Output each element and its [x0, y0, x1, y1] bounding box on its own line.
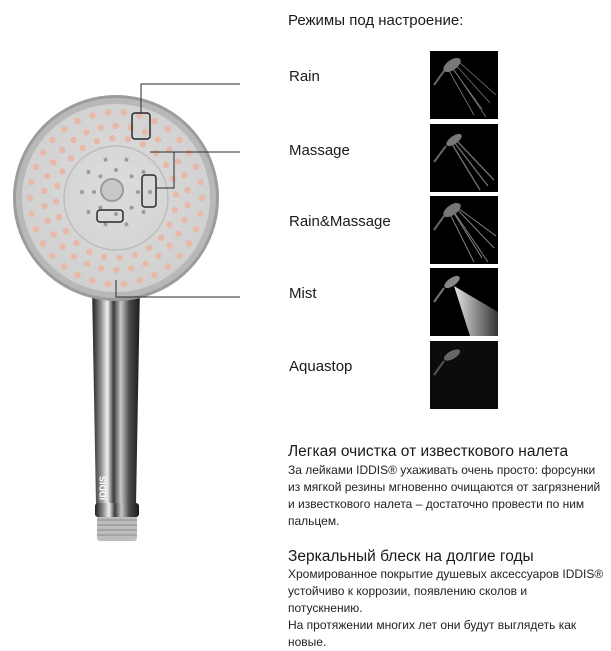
body-line: устойчиво к коррозии, появлению сколов и…: [288, 584, 528, 615]
section-body-shine: Хромированное покрытие душевых аксессуар…: [288, 566, 604, 651]
body-line: пальцем.: [288, 514, 340, 528]
mode-label-aquastop: Aquastop: [289, 358, 353, 375]
aquastop-photo: [430, 341, 498, 409]
mode-label-rain-massage: Rain&Massage: [289, 213, 391, 230]
massage-spray-photo: [430, 124, 498, 192]
body-line: Хромированное покрытие душевых аксессуар…: [288, 567, 604, 581]
shower-head-illustration: IDDIS: [13, 83, 240, 541]
rain-massage-spray-photo: [430, 196, 498, 264]
brand-mark: IDDIS: [98, 476, 108, 500]
rain-spray-photo: [430, 51, 498, 119]
body-line: из мягкой резины мгновенно очищаются от …: [288, 480, 601, 494]
section-title-cleaning: Легкая очистка от известкового налета: [288, 443, 569, 460]
modes-heading: Режимы под настроение:: [288, 12, 464, 29]
mode-label-rain: Rain: [289, 68, 320, 85]
body-line: За лейками IDDIS® ухаживать очень просто…: [288, 463, 596, 477]
mist-spray-photo: [430, 268, 498, 336]
body-line: и известкового налета – достаточно прове…: [288, 497, 585, 511]
body-line: новые.: [288, 635, 327, 649]
nozzle-dots: [26, 109, 206, 287]
mode-label-massage: Massage: [289, 142, 350, 159]
mode-label-mist: Mist: [289, 285, 317, 302]
body-line: На протяжении многих лет они будут выгля…: [288, 618, 577, 632]
section-body-cleaning: За лейками IDDIS® ухаживать очень просто…: [288, 462, 604, 530]
section-title-shine: Зеркальный блеск на долгие годы: [288, 548, 534, 565]
